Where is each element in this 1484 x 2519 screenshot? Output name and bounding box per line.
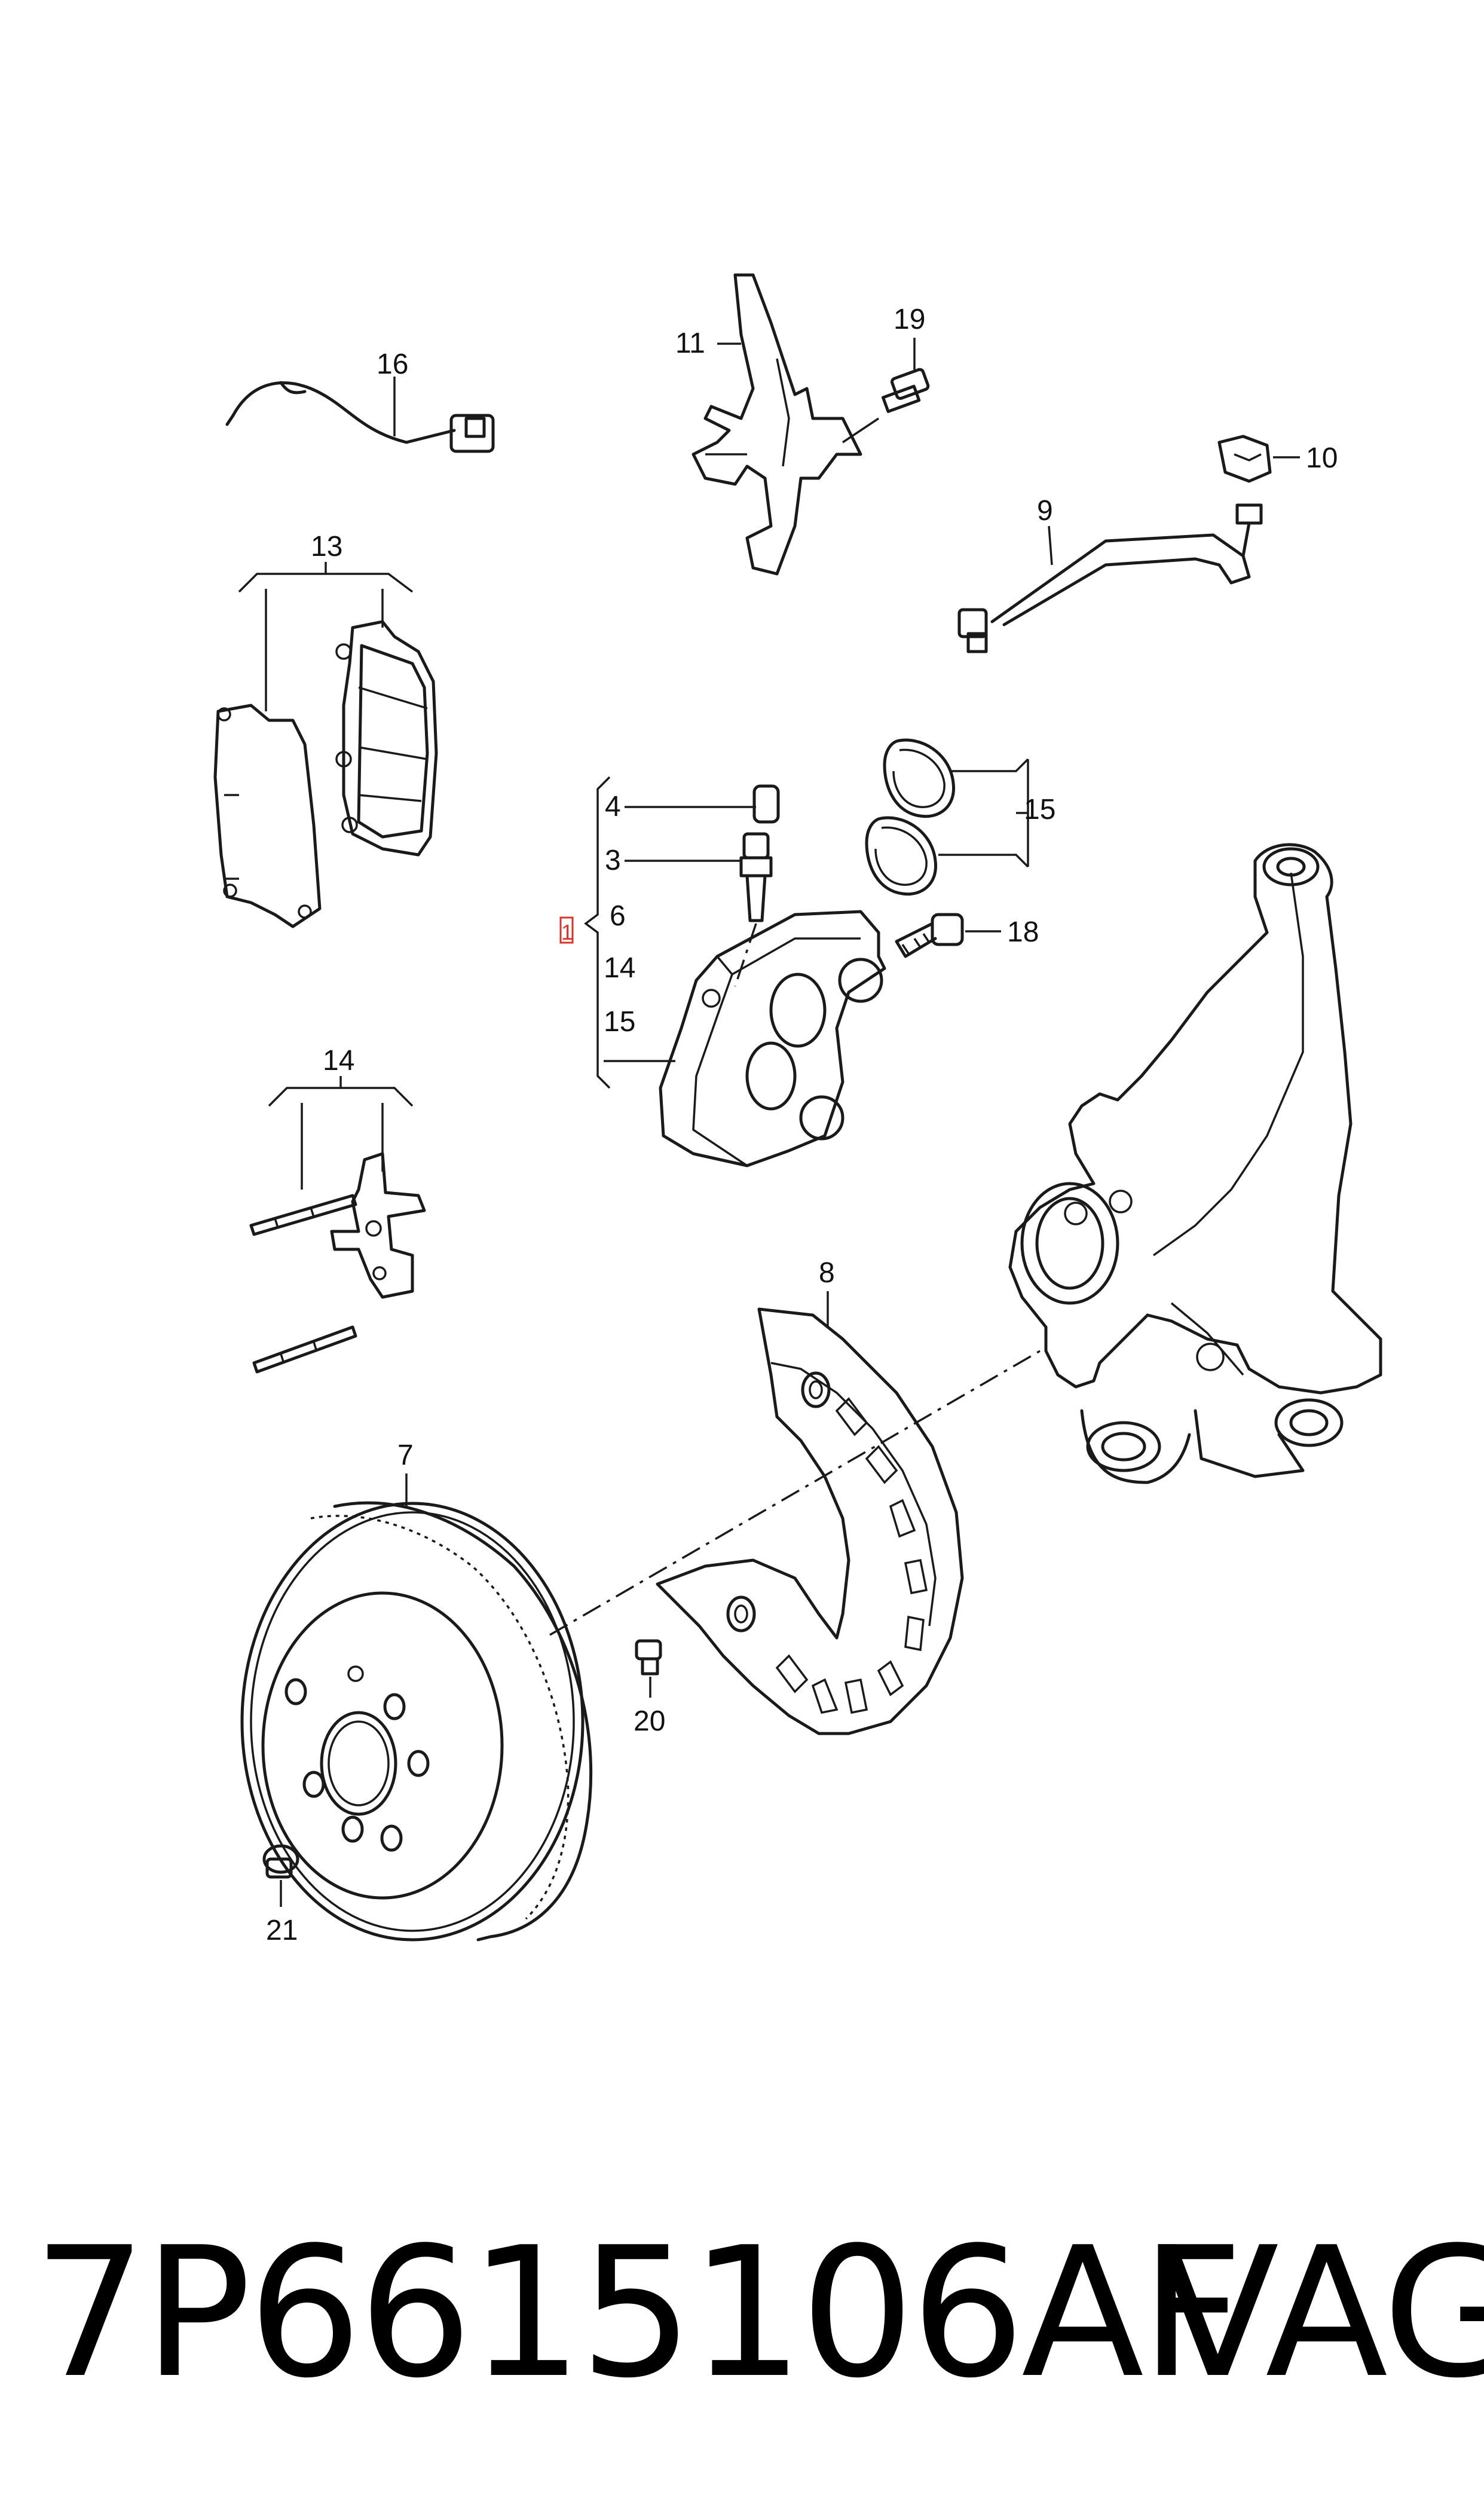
callout-1: 1 [561, 920, 573, 944]
brake-line-9 [957, 503, 1263, 653]
callout-16: 16 [377, 348, 408, 380]
bracket-15 [938, 758, 1029, 868]
callout-15-rings: 15 [1024, 794, 1055, 826]
bleeder-valve-3 [739, 832, 773, 922]
callout-14-pins: 14 [323, 1045, 354, 1077]
callout-14-group: 14 [604, 952, 635, 984]
splash-shield-8 [656, 1307, 964, 1735]
clip-10 [1217, 435, 1272, 483]
part-number: 7P6615106AF [33, 2209, 1244, 2417]
brake-disc-7 [240, 1501, 593, 1942]
anti-rattle-spring-14 [330, 1152, 426, 1299]
callout-7: 7 [397, 1439, 414, 1471]
brake-pad-rear-13 [213, 704, 322, 928]
bracket-13 [238, 573, 414, 593]
callout-4: 4 [605, 791, 621, 823]
brake-pad-front-13 [335, 620, 438, 857]
callout-20: 20 [634, 1705, 665, 1737]
callout-6: 6 [610, 900, 626, 932]
callout-11: 11 [675, 328, 705, 359]
bolt-19 [842, 368, 930, 444]
brand-label: VAG [1156, 2209, 1484, 2417]
callout-18: 18 [1007, 916, 1039, 948]
group-bracket-1 [584, 776, 611, 1089]
wear-sensor-16 [225, 377, 495, 453]
highlight-box-1 [559, 916, 574, 944]
seal-rings-15 [865, 738, 956, 896]
axis-line [549, 1350, 1041, 1636]
exploded-parts-diagram: 16 11 19 10 9 13 [213, 273, 1382, 1946]
brake-caliper-1 [659, 910, 886, 1167]
callout-19: 19 [894, 304, 925, 335]
callout-21: 21 [266, 1915, 298, 1946]
bleeder-cap-4 [752, 784, 780, 824]
guide-pin-upper-14 [249, 1194, 357, 1236]
callout-10: 10 [1306, 442, 1338, 474]
caption: 7P6615106AF VAG [33, 2209, 1484, 2417]
guide-pin-lower-14 [252, 1325, 357, 1374]
caliper-bolt-18 [895, 913, 964, 958]
callout-15-group: 15 [604, 1006, 635, 1038]
bolt-20 [635, 1639, 662, 1676]
steering-knuckle [1008, 843, 1382, 1484]
screw-21 [262, 1844, 299, 1879]
callout-9: 9 [1037, 495, 1053, 527]
callout-3: 3 [605, 845, 621, 876]
callout-13: 13 [311, 531, 342, 563]
bracket-14 [268, 1087, 414, 1107]
callout-8: 8 [819, 1257, 835, 1289]
bracket-11 [691, 273, 862, 576]
